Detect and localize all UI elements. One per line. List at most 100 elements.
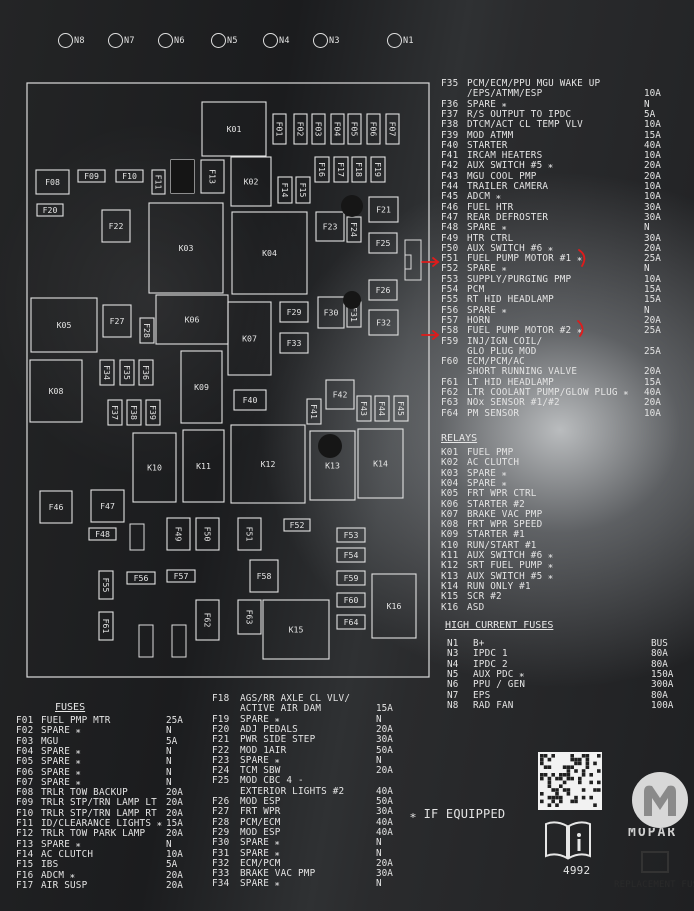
part-label: F26	[376, 285, 391, 295]
part-label: F33	[287, 338, 302, 348]
replacement-fuse-icon	[641, 851, 669, 873]
legend-description: IBS	[41, 859, 59, 871]
legend-description: SPARE ⁎	[240, 847, 280, 859]
node-label: N1	[403, 36, 414, 46]
fuses-heading: FUSES	[55, 702, 86, 713]
part-label: F17	[336, 162, 346, 177]
legend-description: BRAKE VAC PMP	[467, 508, 543, 520]
legend-code: F43	[441, 170, 459, 182]
legend-code: K03	[441, 467, 459, 479]
fuse-f45: F45	[393, 395, 409, 422]
legend-code: F23	[212, 754, 230, 766]
fuse-f51: F51	[237, 517, 262, 551]
legend-description: TRAILER CAMERA	[467, 181, 549, 192]
part-label: K16	[387, 601, 402, 611]
legend-code: F06	[16, 766, 34, 778]
mounting-hole	[343, 291, 361, 309]
owners-manual-icon	[545, 821, 591, 860]
fuse-f36: F36	[138, 359, 154, 386]
mounting-hole	[341, 195, 363, 217]
part-label: F37	[110, 405, 120, 420]
legend-code: F63	[441, 397, 459, 409]
legend-code: F45	[441, 191, 459, 203]
legend-amperage: 20A	[376, 857, 393, 869]
relay-k07: K07	[227, 301, 272, 376]
legend-description: SPARE ⁎	[41, 766, 81, 778]
node-hole-n7	[108, 33, 123, 48]
legend-code: F42	[441, 160, 459, 172]
legend-code: K10	[441, 539, 459, 551]
fuse-f02: F02	[293, 113, 308, 145]
legend-description: SPARE ⁎	[41, 838, 81, 850]
part-label: F60	[344, 595, 359, 605]
legend-amperage: N	[166, 756, 172, 768]
legend-code: F48	[441, 222, 459, 234]
fuse-f62: F62	[195, 599, 220, 641]
legend-description: SPARE ⁎	[41, 756, 81, 768]
legend-code: F44	[441, 181, 459, 192]
legend-code: F18	[212, 693, 230, 704]
legend-description: /EPS/ATMM/ESP	[467, 88, 543, 100]
legend-code: F32	[212, 857, 230, 869]
legend-description: ADCM ⁎	[41, 869, 75, 881]
legend-description: LT HID HEADLAMP	[467, 376, 554, 388]
legend-code: F38	[441, 119, 459, 131]
part-label: F55	[101, 578, 111, 593]
legend-amperage: 10A	[644, 407, 661, 419]
part-label: F53	[344, 530, 359, 540]
fuse-f61: F61	[98, 611, 114, 641]
legend-description: HORN	[467, 314, 491, 326]
legend-amperage: N	[376, 754, 382, 766]
legend-amperage: 30A	[376, 734, 393, 746]
part-label: F46	[49, 502, 64, 512]
legend-code: F21	[212, 734, 230, 746]
part-label: F57	[174, 571, 189, 581]
legend-code: F36	[441, 98, 459, 110]
legend-code: F20	[212, 723, 230, 735]
legend-amperage: 50A	[376, 796, 393, 807]
legend-description: SPARE ⁎	[467, 263, 507, 275]
legend-code: F55	[441, 294, 459, 306]
part-label: F01	[275, 122, 285, 137]
part-label: F13	[208, 169, 218, 184]
fuse-f01: F01	[272, 113, 287, 145]
legend-code: F60	[441, 356, 459, 368]
relay-k03: K03	[148, 202, 224, 294]
legend-code: F47	[441, 211, 459, 223]
node-label: N7	[124, 36, 135, 46]
part-label: F38	[129, 405, 139, 420]
legend-code: F26	[212, 796, 230, 807]
legend-code: F51	[441, 253, 459, 265]
legend-description: AIR SUSP	[41, 879, 88, 891]
part-label: K12	[261, 459, 276, 469]
legend-description: STARTER	[467, 139, 508, 151]
legend-code: F02	[16, 725, 34, 737]
legend-amperage: 15A	[644, 284, 661, 295]
legend-amperage: N	[166, 725, 172, 737]
legend-amperage: 80A	[651, 648, 668, 660]
legend-description: SRT FUEL PUMP ⁎	[467, 560, 554, 572]
legend-description: TRLR TOW PARK LAMP	[41, 828, 146, 840]
legend-code: F56	[441, 304, 459, 316]
legend-row: K07 BRAKE VAC PMP	[441, 508, 694, 520]
legend-code: K07	[441, 508, 459, 520]
